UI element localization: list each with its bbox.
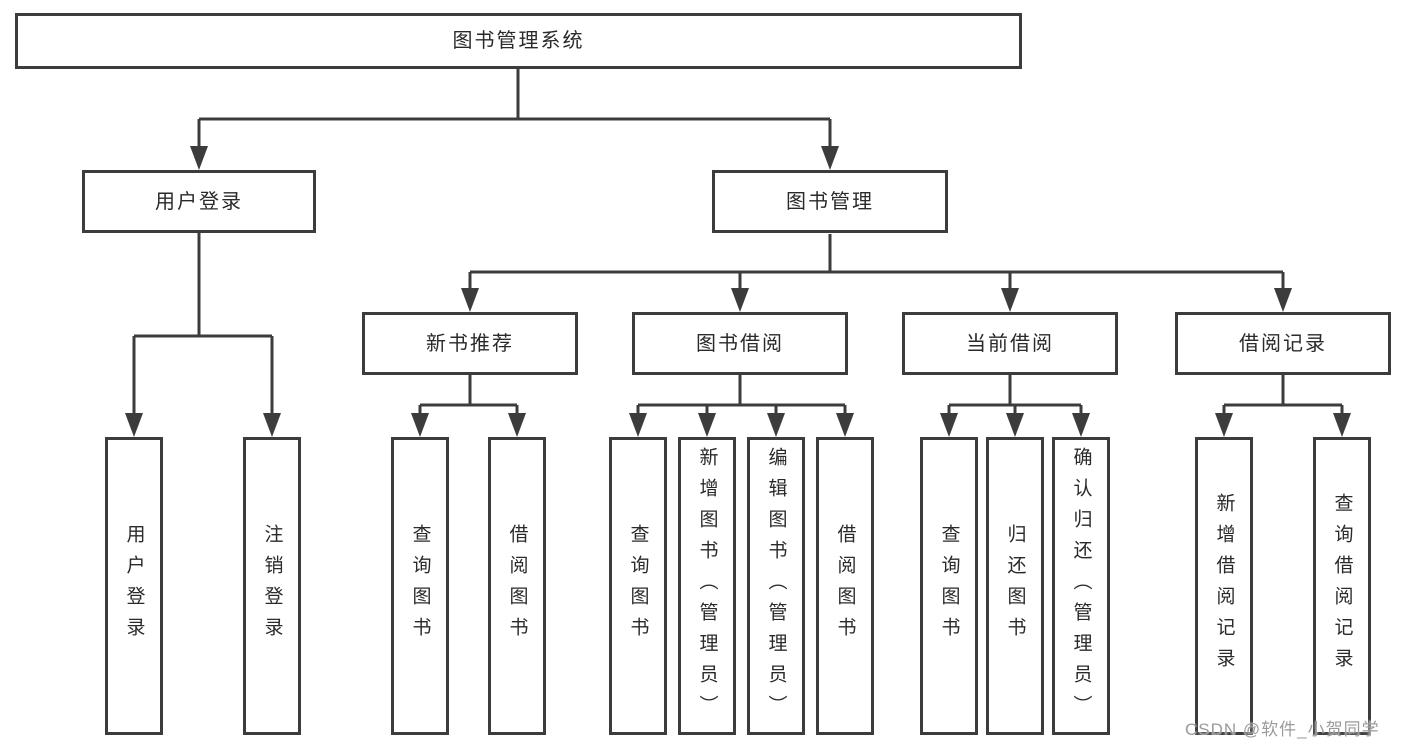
node-borrowing-records: 借阅记录 [1175,312,1391,375]
leaf-label: 查询图书 [409,524,431,648]
leaf-label: 借阅图书 [506,524,528,648]
node-label: 借阅记录 [1239,332,1327,355]
node-label: 图书管理系统 [452,30,585,52]
leaf-label: 新增借阅记录 [1213,493,1235,679]
leaf-add-book-admin: 新增图书（管理员） [678,437,736,735]
leaf-label: 新增图书（管理员） [696,446,718,726]
leaf-borrow-books: 借阅图书 [816,437,874,735]
node-label: 新书推荐 [426,332,514,355]
node-label: 图书借阅 [696,332,784,355]
node-label: 用户登录 [155,190,243,213]
leaf-recommend-query-books: 查询图书 [391,437,449,735]
node-new-book-recommend: 新书推荐 [362,312,578,375]
leaf-label: 借阅图书 [834,524,856,648]
node-current-borrowing: 当前借阅 [902,312,1118,375]
leaf-label: 确认归还（管理员） [1070,446,1092,726]
leaf-label: 查询图书 [938,524,960,648]
leaf-label: 用户登录 [123,524,145,648]
leaf-recommend-borrow-books: 借阅图书 [488,437,546,735]
csdn-watermark: CSDN @软件_小贺同学 [1185,720,1380,739]
leaf-add-borrow-record: 新增借阅记录 [1195,437,1253,735]
leaf-label: 查询借阅记录 [1331,493,1353,679]
leaf-label: 注销登录 [261,524,283,648]
leaf-logout: 注销登录 [243,437,301,735]
node-label: 图书管理 [786,190,874,213]
leaf-label: 编辑图书（管理员） [765,446,787,726]
leaf-confirm-return-admin: 确认归还（管理员） [1052,437,1110,735]
leaf-query-borrow-record: 查询借阅记录 [1313,437,1371,735]
leaf-label: 归还图书 [1004,524,1026,648]
leaf-current-query-books: 查询图书 [920,437,978,735]
node-book-borrowing: 图书借阅 [632,312,848,375]
node-library-management-system: 图书管理系统 [15,13,1022,69]
leaf-user-login: 用户登录 [105,437,163,735]
leaf-edit-book-admin: 编辑图书（管理员） [747,437,805,735]
leaf-label: 查询图书 [627,524,649,648]
node-book-management: 图书管理 [712,170,948,233]
leaf-borrow-query-books: 查询图书 [609,437,667,735]
node-user-login: 用户登录 [82,170,316,233]
node-label: 当前借阅 [966,332,1054,355]
leaf-return-books: 归还图书 [986,437,1044,735]
